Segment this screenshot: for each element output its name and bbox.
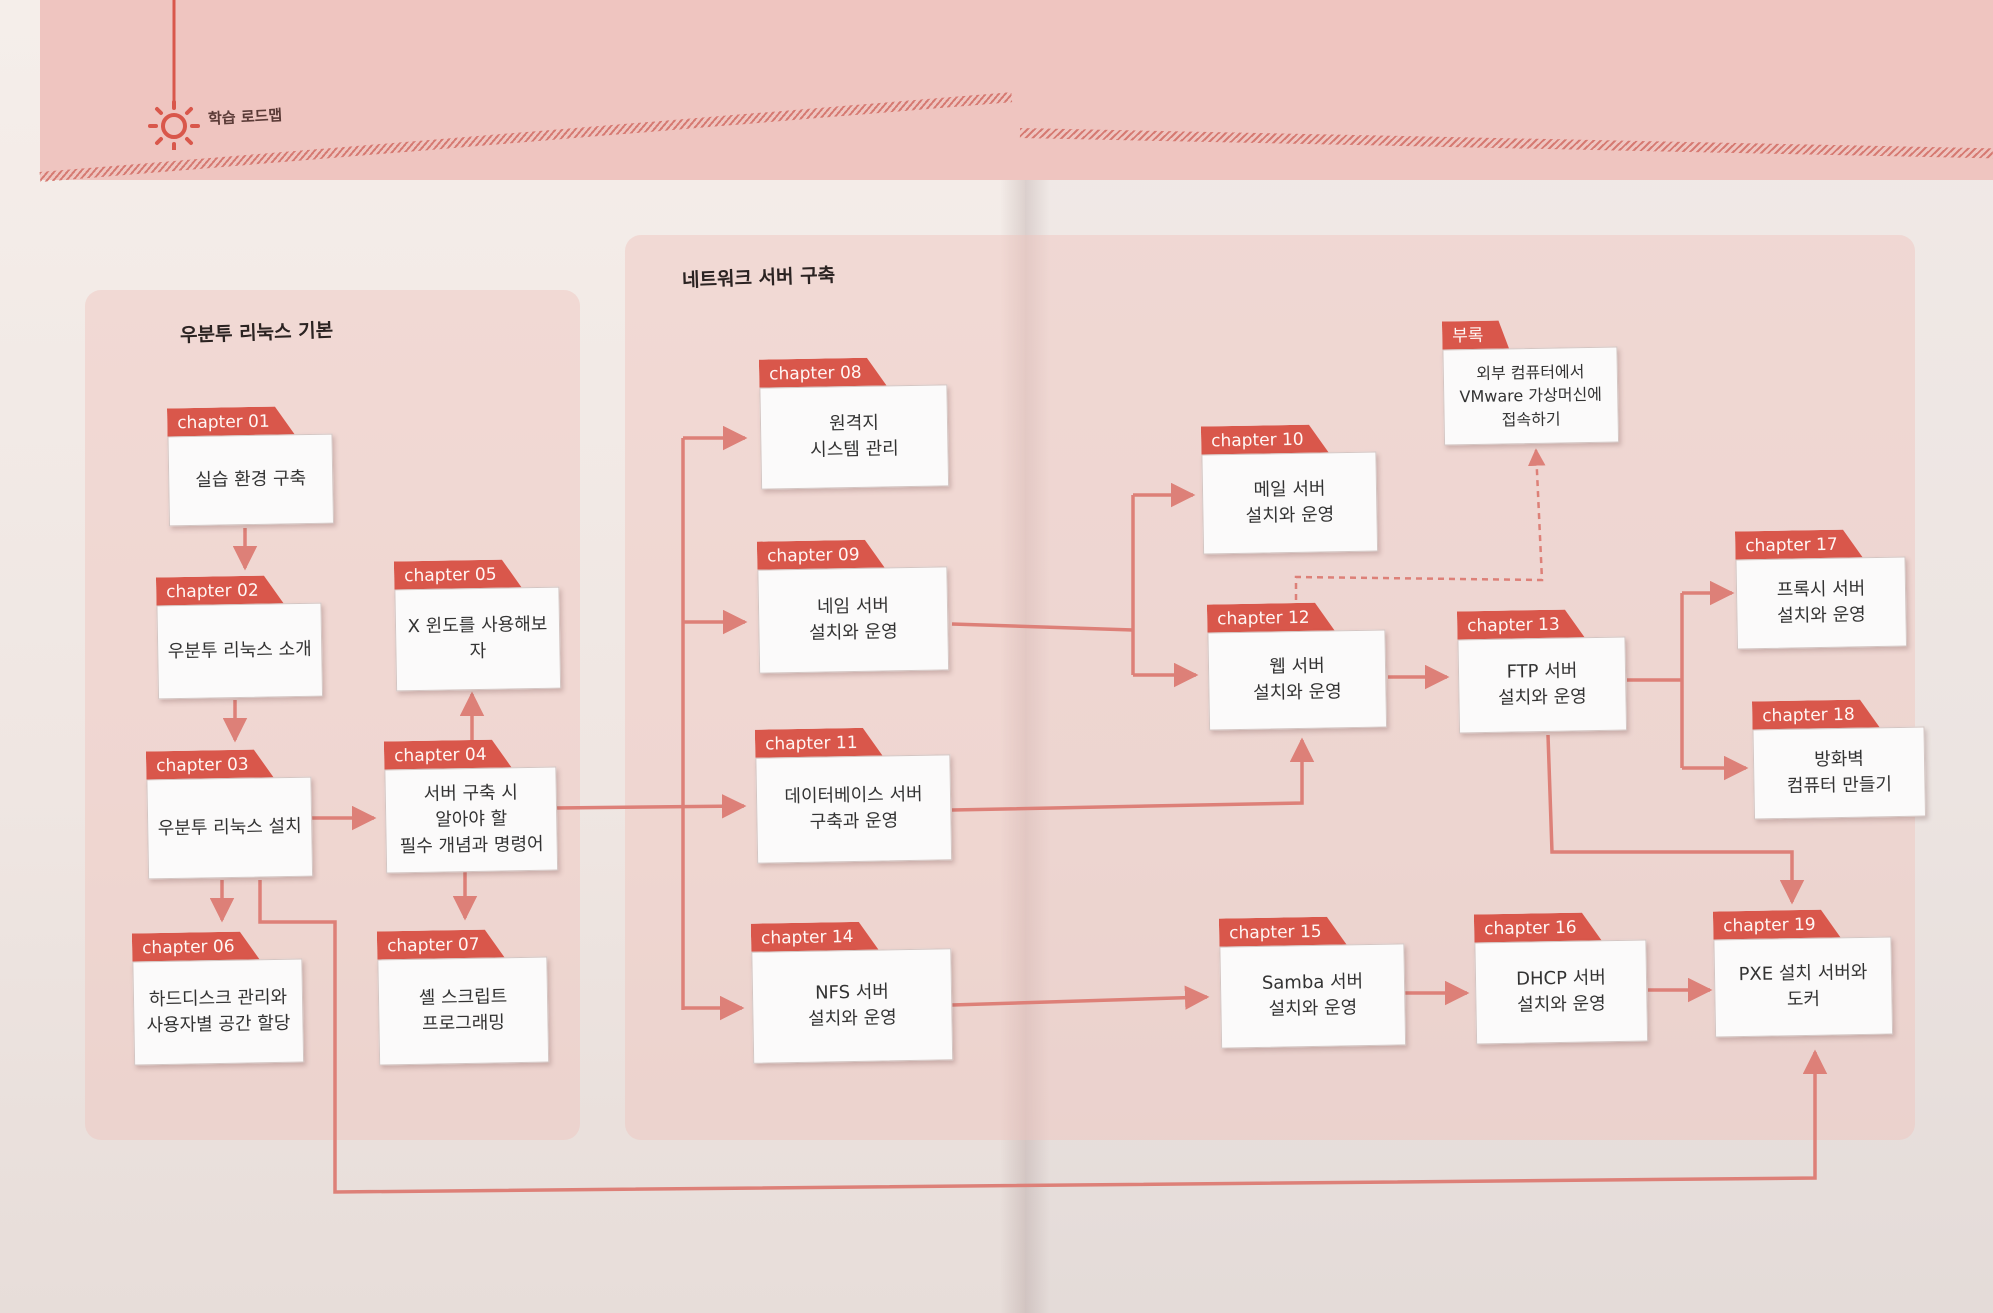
chapter-05-title: X 윈도를 사용해보자: [394, 586, 562, 692]
chapter-13-node[interactable]: chapter 13 FTP 서버 설치와 운영: [1457, 609, 1628, 734]
chapter-03-node[interactable]: chapter 03 우분투 리눅스 설치: [146, 749, 314, 880]
chapter-16-title: DHCP 서버 설치와 운영: [1474, 939, 1649, 1045]
chapter-10-node[interactable]: chapter 10 메일 서버 설치와 운영: [1201, 423, 1379, 555]
chapter-04-node[interactable]: chapter 04 서버 구축 시 알아야 할 필수 개념과 명령어: [384, 739, 559, 874]
chapter-06-node[interactable]: chapter 06 하드디스크 관리와 사용자별 공간 할당: [132, 931, 305, 1066]
chapter-09-title: 네임 서버 설치와 운영: [757, 566, 950, 674]
chapter-15-node[interactable]: chapter 15 Samba 서버 설치와 운영: [1219, 915, 1407, 1049]
chapter-17-title: 프록시 서버 설치와 운영: [1735, 556, 1908, 650]
chapter-02-title: 우분투 리눅스 소개: [156, 602, 324, 700]
chapter-18-node[interactable]: chapter 18 방화벽 컴퓨터 만들기: [1752, 699, 1927, 820]
chapter-10-title: 메일 서버 설치와 운영: [1201, 451, 1379, 555]
sun-icon: [148, 0, 200, 150]
appendix-tab: 부록: [1442, 320, 1510, 351]
chapter-12-title: 웹 서버 설치와 운영: [1207, 629, 1388, 731]
chapter-07-title: 셸 스크립트 프로그래밍: [377, 956, 550, 1066]
chapter-05-node[interactable]: chapter 05 X 윈도를 사용해보자: [394, 559, 562, 692]
chapter-11-node[interactable]: chapter 11 데이터베이스 서버 구축과 운영: [755, 726, 953, 864]
chapter-08-title: 원격지 시스템 관리: [759, 384, 950, 490]
appendix-node[interactable]: 부록 외부 컴퓨터에서 VMware 가상머신에 접속하기: [1442, 318, 1620, 446]
chapter-12-node[interactable]: chapter 12 웹 서버 설치와 운영: [1207, 601, 1388, 731]
chapter-01-title: 실습 환경 구축: [167, 433, 335, 527]
chapter-06-title: 하드디스크 관리와 사용자별 공간 할당: [132, 958, 305, 1066]
chapter-19-title: PXE 설치 서버와 도커: [1713, 936, 1894, 1038]
book-spine: [1000, 0, 1050, 1313]
chapter-11-title: 데이터베이스 서버 구축과 운영: [755, 754, 953, 864]
chapter-17-node[interactable]: chapter 17 프록시 서버 설치와 운영: [1735, 529, 1908, 650]
chapter-15-title: Samba 서버 설치와 운영: [1219, 943, 1407, 1049]
chapter-02-node[interactable]: chapter 02 우분투 리눅스 소개: [156, 575, 324, 700]
chapter-13-title: FTP 서버 설치와 운영: [1457, 636, 1628, 734]
chapter-14-node[interactable]: chapter 14 NFS 서버 설치와 운영: [751, 920, 954, 1064]
chapter-08-node[interactable]: chapter 08 원격지 시스템 관리: [759, 356, 950, 490]
chapter-03-title: 우분투 리눅스 설치: [146, 776, 314, 880]
chapter-09-node[interactable]: chapter 09 네임 서버 설치와 운영: [757, 538, 950, 674]
chapter-19-node[interactable]: chapter 19 PXE 설치 서버와 도커: [1713, 908, 1894, 1038]
appendix-title: 외부 컴퓨터에서 VMware 가상머신에 접속하기: [1442, 346, 1620, 446]
chapter-14-title: NFS 서버 설치와 운영: [751, 948, 954, 1064]
chapter-01-node[interactable]: chapter 01 실습 환경 구축: [167, 406, 335, 527]
chapter-16-node[interactable]: chapter 16 DHCP 서버 설치와 운영: [1474, 912, 1649, 1045]
chapter-18-title: 방화벽 컴퓨터 만들기: [1752, 726, 1927, 820]
chapter-04-title: 서버 구축 시 알아야 할 필수 개념과 명령어: [384, 766, 559, 874]
chapter-07-node[interactable]: chapter 07 셸 스크립트 프로그래밍: [377, 929, 550, 1066]
